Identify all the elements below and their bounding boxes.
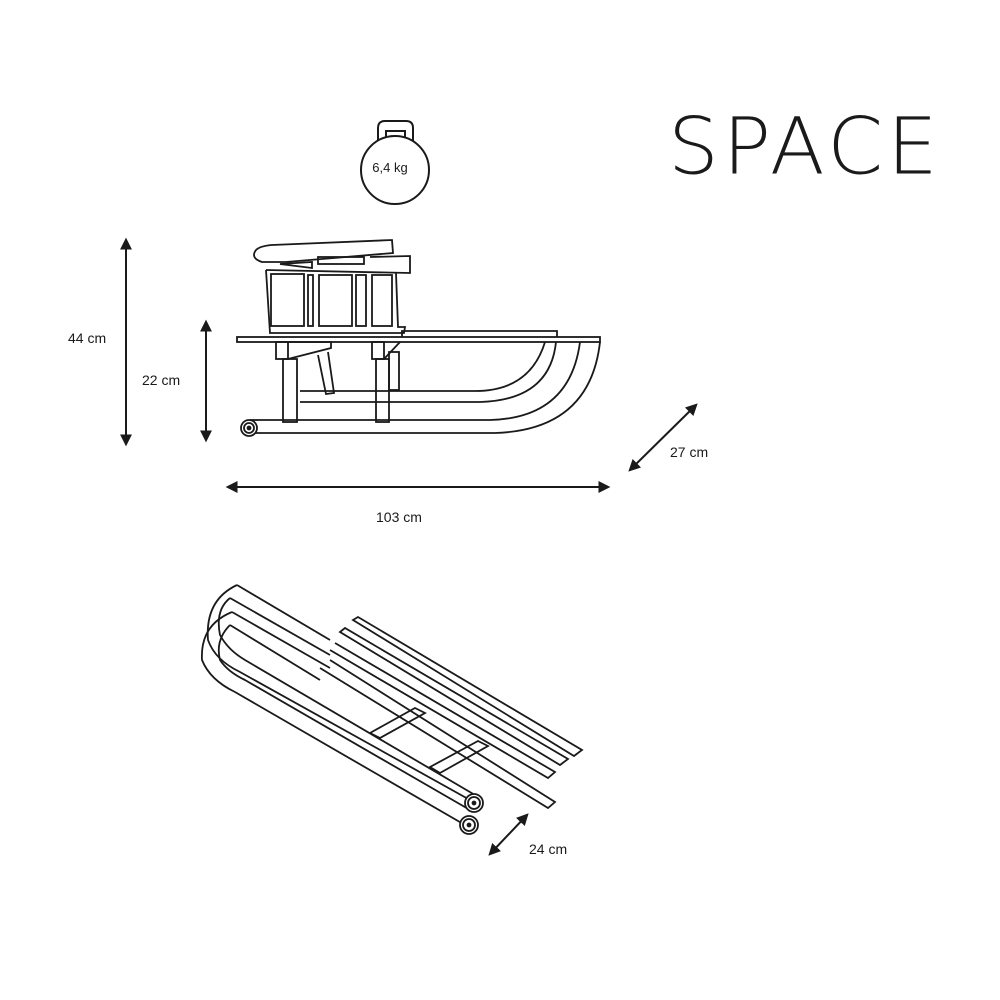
length-label: 103 cm xyxy=(376,509,422,525)
total-height-label: 44 cm xyxy=(68,330,107,346)
sled-bottom-view xyxy=(201,584,584,835)
brand-logo: SPACE xyxy=(668,100,942,193)
seat-height-label: 22 cm xyxy=(142,372,181,388)
runner-width-arrow xyxy=(488,813,529,856)
runner-width-label: 24 cm xyxy=(529,841,568,857)
width-label: 27 cm xyxy=(670,444,709,460)
kettlebell-icon xyxy=(360,120,430,205)
sled-side-view xyxy=(236,239,601,437)
width-arrow xyxy=(628,403,698,472)
weight-label: 6,4 kg xyxy=(372,160,408,175)
